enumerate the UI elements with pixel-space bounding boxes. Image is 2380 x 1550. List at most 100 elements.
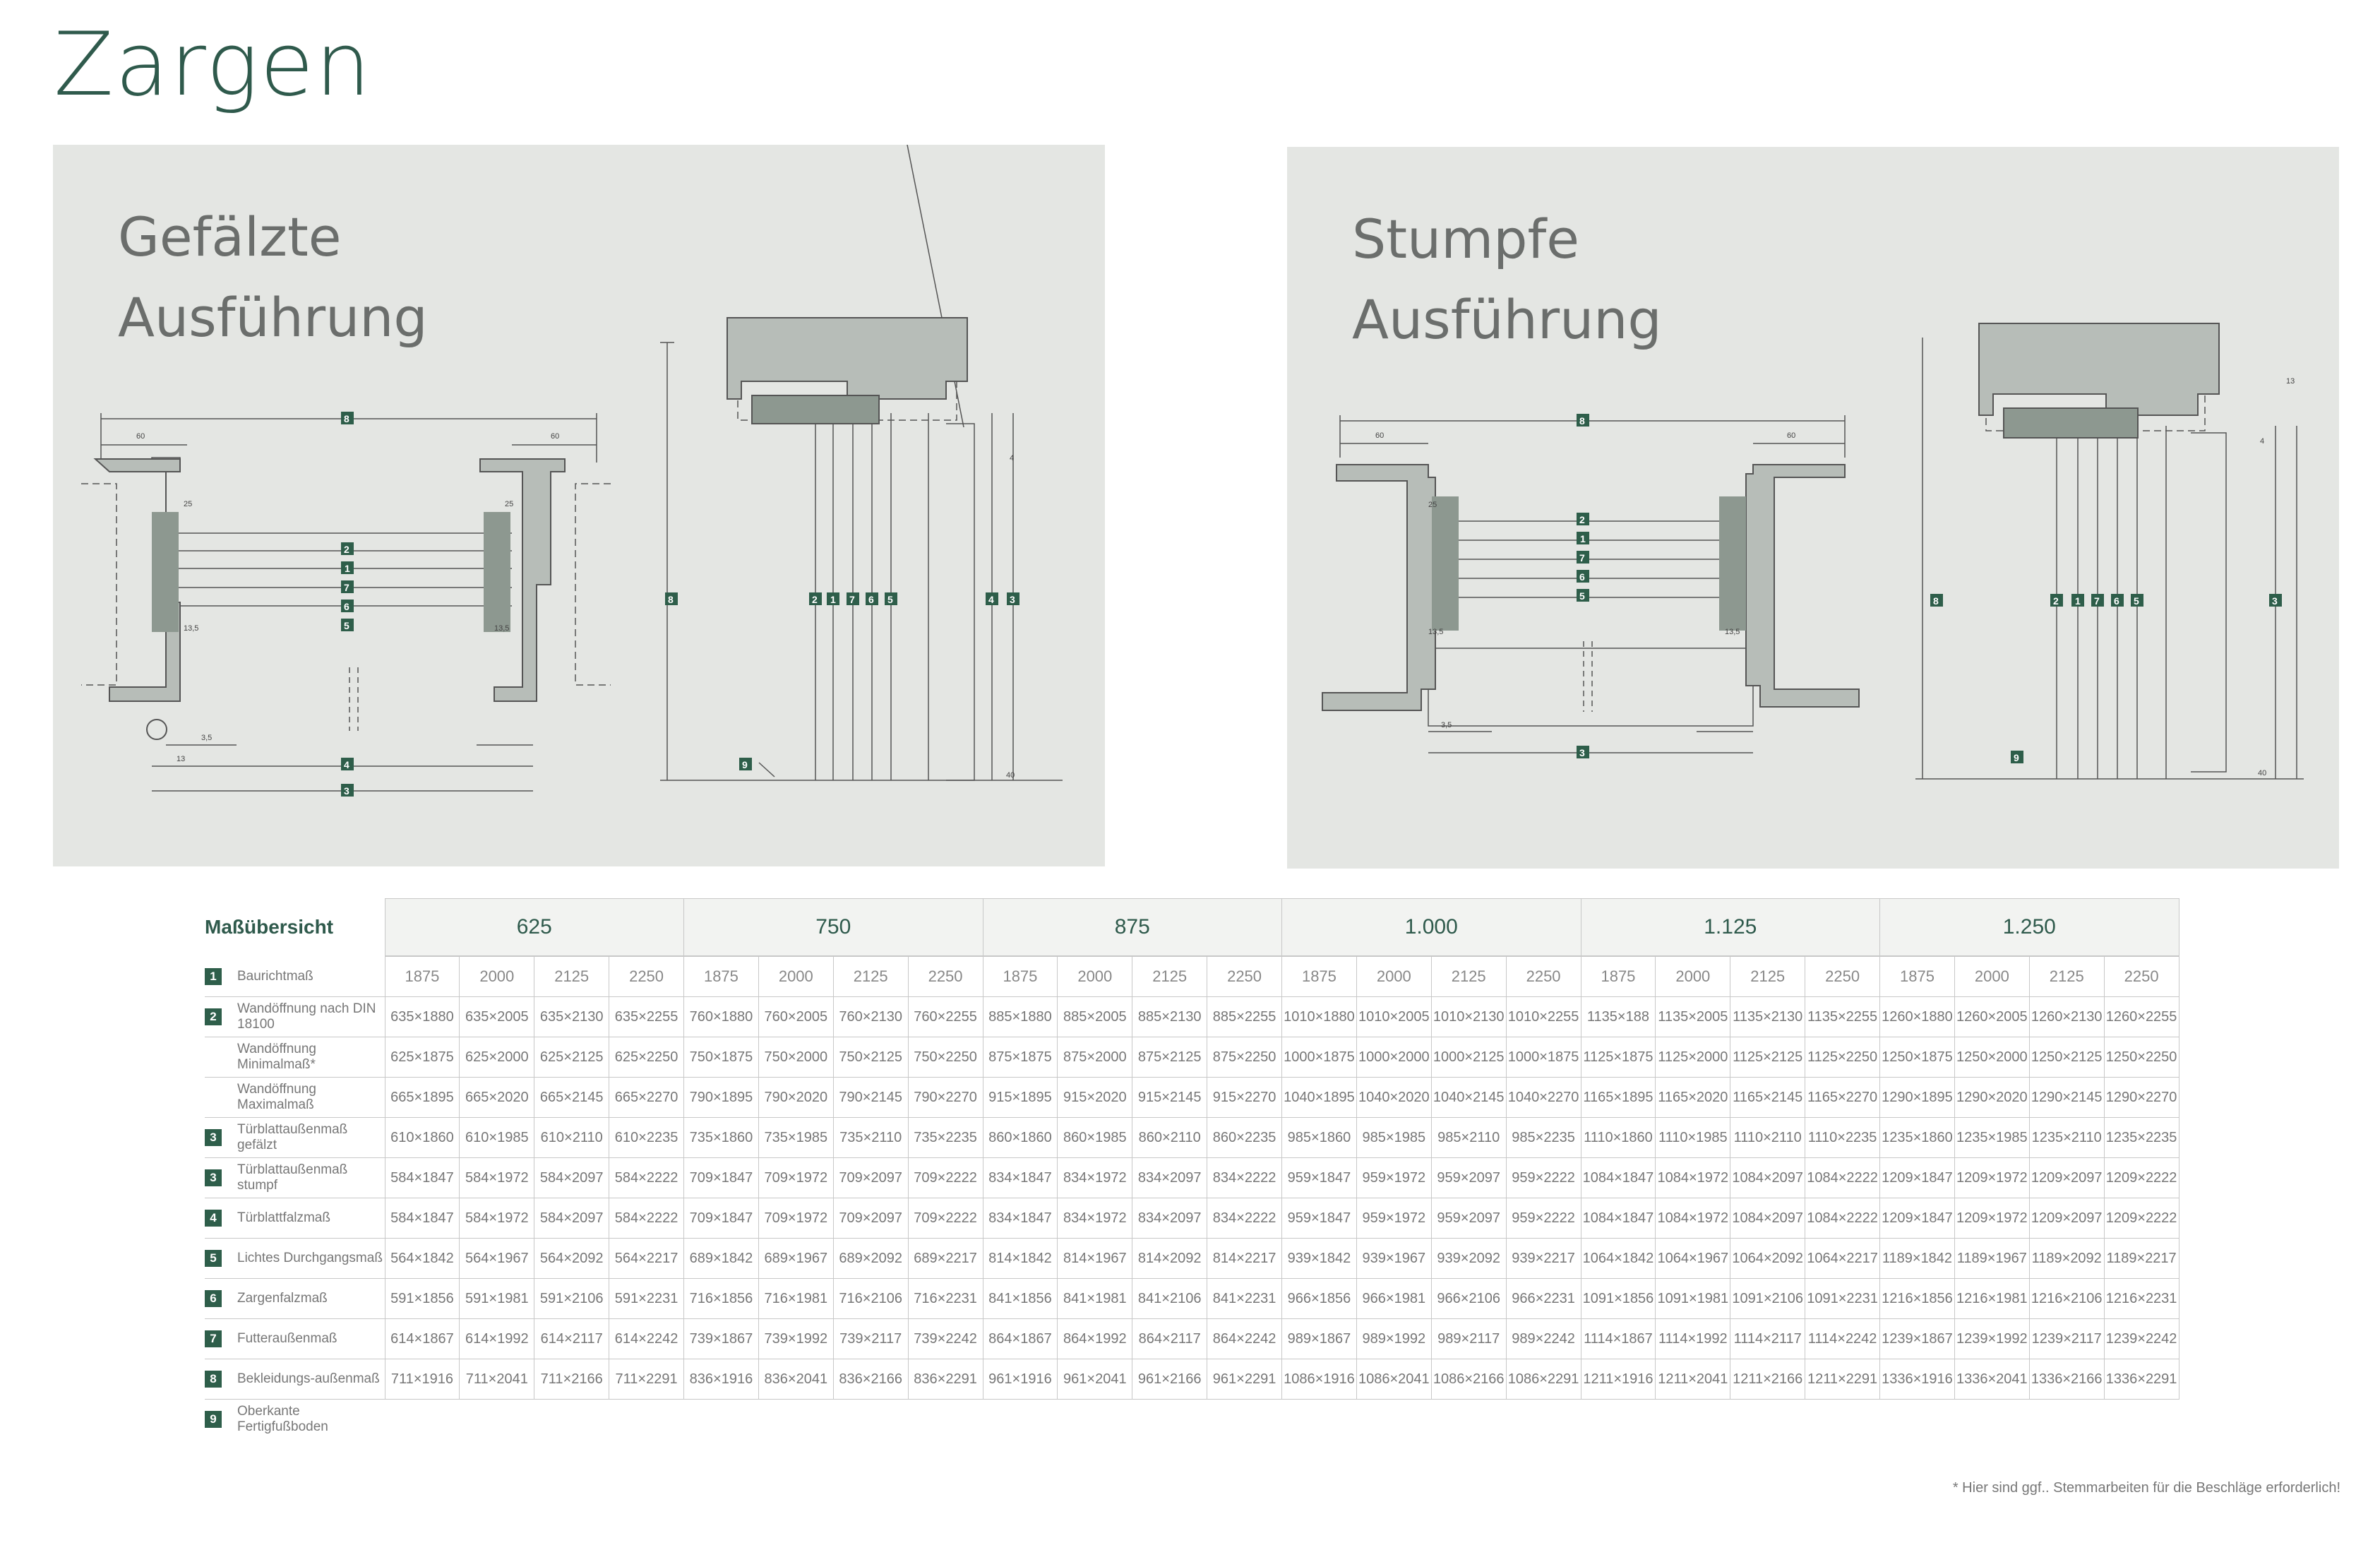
height-header: 2000 <box>1356 956 1432 997</box>
table-cell: 1209×2222 <box>2104 1198 2179 1239</box>
svg-text:6: 6 <box>1579 571 1585 583</box>
svg-text:6: 6 <box>868 594 874 605</box>
table-cell: 739×1992 <box>758 1318 834 1359</box>
table-cell: 564×1967 <box>459 1238 535 1279</box>
table-cell: 841×1981 <box>1057 1278 1133 1319</box>
table-cell: 1235×1860 <box>1879 1117 1955 1158</box>
table-cell: 709×2097 <box>833 1198 909 1239</box>
table-cell: 735×2110 <box>833 1117 909 1158</box>
table-cell: 864×2117 <box>1132 1318 1208 1359</box>
row-label: Wandöffnung Minimalmaß* <box>205 1037 385 1078</box>
table-cell: 610×1860 <box>385 1117 460 1158</box>
table-cell: 1216×2231 <box>2104 1278 2179 1319</box>
height-header: 2250 <box>609 956 684 997</box>
height-header: 2000 <box>1655 956 1731 997</box>
panel-title: Stumpfe Ausführung <box>1352 199 1662 360</box>
table-cell: 711×2291 <box>609 1359 684 1400</box>
dimension-overview-table: Maßübersicht 625 750 875 1.000 1.125 1.2… <box>205 898 2179 1439</box>
panel-title-line2: Ausführung <box>118 286 428 349</box>
table-cell: 1189×1967 <box>1954 1238 2030 1279</box>
table-cell: 864×2242 <box>1207 1318 1282 1359</box>
table-cell: 875×2000 <box>1057 1037 1133 1078</box>
table-cell: 1250×1875 <box>1879 1037 1955 1078</box>
svg-text:7: 7 <box>2094 595 2100 607</box>
table-cell <box>1581 1400 1656 1440</box>
table-cell: 584×2097 <box>534 1157 610 1198</box>
height-header: 1875 <box>683 956 759 997</box>
table-cell: 989×2117 <box>1431 1318 1507 1359</box>
table-cell: 584×1972 <box>459 1198 535 1239</box>
table-cell: 1084×1972 <box>1655 1157 1731 1198</box>
table-cell: 1260×2005 <box>1954 996 2030 1037</box>
row-label-text: Bekleidungs-außenmaß <box>237 1371 380 1386</box>
svg-text:5: 5 <box>344 620 349 631</box>
table-cell: 961×2166 <box>1132 1359 1208 1400</box>
table-cell: 1086×1916 <box>1281 1359 1357 1400</box>
row-number-badge: 1 <box>205 967 222 985</box>
table-cell: 834×2222 <box>1207 1157 1282 1198</box>
svg-text:3: 3 <box>1010 594 1015 605</box>
table-cell: 1165×2020 <box>1655 1077 1731 1118</box>
row-number-badge: 7 <box>205 1330 222 1347</box>
table-heading: Maßübersicht <box>205 898 385 956</box>
row-label: Wandöffnung Maximalmaß <box>205 1077 385 1118</box>
table-cell: 959×1972 <box>1356 1198 1432 1239</box>
table-cell: 635×2130 <box>534 996 610 1037</box>
table-cell: 841×1856 <box>983 1278 1058 1319</box>
table-cell: 689×2092 <box>833 1238 909 1279</box>
table-cell: 1235×2235 <box>2104 1117 2179 1158</box>
table-cell: 1114×2242 <box>1805 1318 1881 1359</box>
table-cell: 1064×2092 <box>1730 1238 1806 1279</box>
table-cell: 834×2097 <box>1132 1157 1208 1198</box>
table-cell: 961×1916 <box>983 1359 1058 1400</box>
table-cell: 814×1967 <box>1057 1238 1133 1279</box>
table-cell: 709×1972 <box>758 1157 834 1198</box>
table-cell: 584×2222 <box>609 1198 684 1239</box>
table-cell: 985×1985 <box>1356 1117 1432 1158</box>
table-cell <box>534 1400 609 1440</box>
svg-text:6: 6 <box>344 601 349 612</box>
page-title: Zargen <box>54 14 373 116</box>
table-cell <box>1058 1400 1132 1440</box>
height-header: 1875 <box>1879 956 1955 997</box>
table-cell: 860×2110 <box>1132 1117 1208 1158</box>
svg-text:2: 2 <box>812 594 818 605</box>
table-cell: 614×2117 <box>534 1318 610 1359</box>
svg-text:2: 2 <box>2053 595 2059 607</box>
table-cell: 584×2097 <box>534 1198 610 1239</box>
table-cell: 915×2145 <box>1132 1077 1208 1118</box>
table-cell: 750×1875 <box>683 1037 759 1078</box>
table-cell: 834×1847 <box>983 1157 1058 1198</box>
table-cell: 1239×2242 <box>2104 1318 2179 1359</box>
table-cell: 959×2222 <box>1506 1157 1581 1198</box>
table-cell: 1189×2092 <box>2029 1238 2105 1279</box>
svg-text:1: 1 <box>1580 533 1586 544</box>
table-cell: 1000×2125 <box>1431 1037 1507 1078</box>
table-cell: 875×1875 <box>983 1037 1058 1078</box>
dim-label: 4 <box>1010 454 1014 463</box>
table-cell <box>1132 1400 1207 1440</box>
svg-text:8: 8 <box>344 413 349 424</box>
table-cell: 709×2097 <box>833 1157 909 1198</box>
table-cell: 841×2231 <box>1207 1278 1282 1319</box>
table-cell: 875×2250 <box>1207 1037 1282 1078</box>
table-cell: 584×1972 <box>459 1157 535 1198</box>
table-cell: 1165×1895 <box>1581 1077 1656 1118</box>
table-cell: 1000×2000 <box>1356 1037 1432 1078</box>
svg-text:3: 3 <box>344 785 349 797</box>
dim-label: 25 <box>184 500 192 508</box>
table-cell: 1084×2222 <box>1805 1157 1881 1198</box>
svg-text:7: 7 <box>344 582 349 593</box>
row-label-text: Türblattaußenmaß gefälzt <box>237 1122 348 1152</box>
table-cell: 985×1860 <box>1281 1117 1357 1158</box>
table-cell: 614×1867 <box>385 1318 460 1359</box>
table-cell: 1010×2005 <box>1356 996 1432 1037</box>
